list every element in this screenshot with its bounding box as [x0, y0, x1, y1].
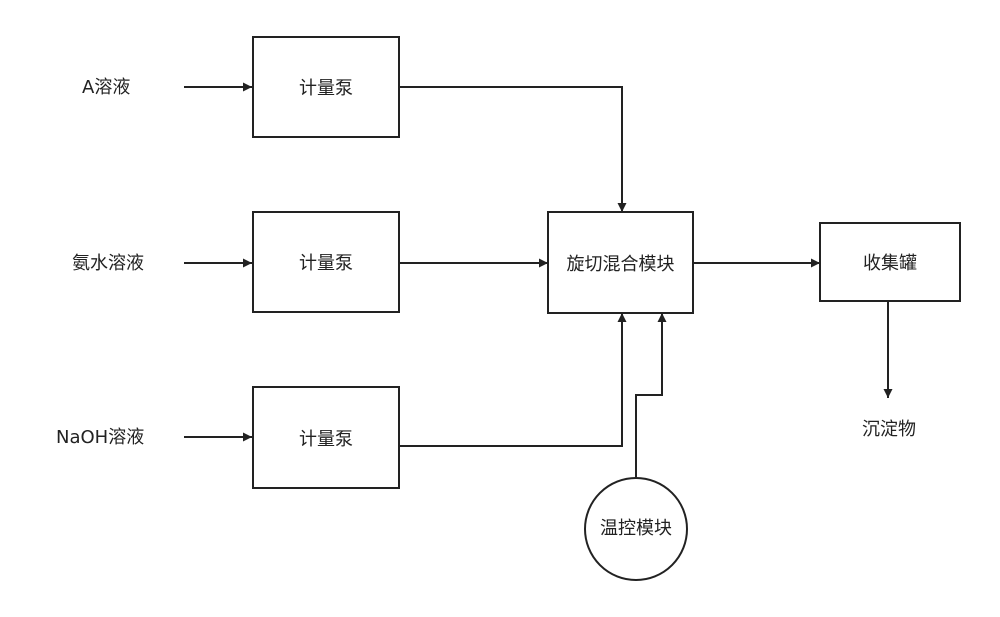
- arrow-pump-1-to-mixer: [399, 86, 627, 212]
- input-a-solution-label: A溶液: [82, 77, 131, 98]
- collection-tank-label: 收集罐: [863, 253, 917, 274]
- arrow-temp-control-to-mixer: [635, 313, 667, 477]
- metering-pump-1-label: 计量泵: [299, 78, 353, 99]
- rotary-shear-mixing-module: 旋切混合模块: [547, 211, 694, 314]
- mixing-module-label: 旋切混合模块: [566, 253, 675, 275]
- metering-pump-1: 计量泵: [252, 36, 400, 138]
- metering-pump-2-label: 计量泵: [299, 253, 353, 274]
- input-ammonia-solution-label: 氨水溶液: [72, 253, 144, 274]
- precipitate-label: 沉淀物: [862, 419, 916, 440]
- metering-pump-2: 计量泵: [252, 211, 400, 313]
- metering-pump-3-label: 计量泵: [299, 428, 353, 450]
- temperature-control-module: 温控模块: [584, 477, 688, 581]
- metering-pump-3: 计量泵: [252, 386, 400, 489]
- temperature-control-label: 温控模块: [600, 518, 672, 539]
- arrow-pump-3-to-mixer: [399, 313, 627, 447]
- input-naoh-solution-label: NaOH溶液: [56, 427, 145, 448]
- collection-tank: 收集罐: [819, 222, 961, 302]
